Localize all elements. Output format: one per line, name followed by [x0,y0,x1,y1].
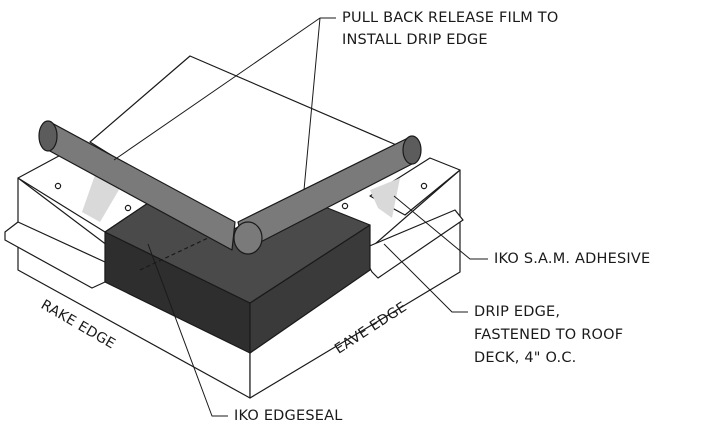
leader-sam-adhesive [393,195,488,260]
release-film-roll-left-end [38,120,58,152]
leader-drip-edge [383,243,468,313]
release-film-roll-corner [233,221,263,255]
edgeseal-label: IKO EDGESEAL [234,408,343,424]
release-film-roll-right-end [402,135,422,165]
fastener-icon [341,202,349,210]
leader-release-film [113,17,336,191]
drip-edge-label-line3: DECK, 4" O.C. [474,350,577,366]
fastener-icon [420,182,428,190]
sam-adhesive-right [370,178,400,218]
release-film-label-line2: INSTALL DRIP EDGE [342,32,488,48]
fastener-icon [54,182,62,190]
fastener-icon [124,204,132,212]
leader-edgeseal [147,243,228,417]
sam-adhesive-label: IKO S.A.M. ADHESIVE [494,251,651,267]
sam-adhesive-left [82,175,120,222]
release-film-label-line1: PULL BACK RELEASE FILM TO [342,10,559,26]
drip-edge-label-line2: FASTENED TO ROOF [474,327,624,343]
drip-edge-label-line1: DRIP EDGE, [474,304,561,320]
